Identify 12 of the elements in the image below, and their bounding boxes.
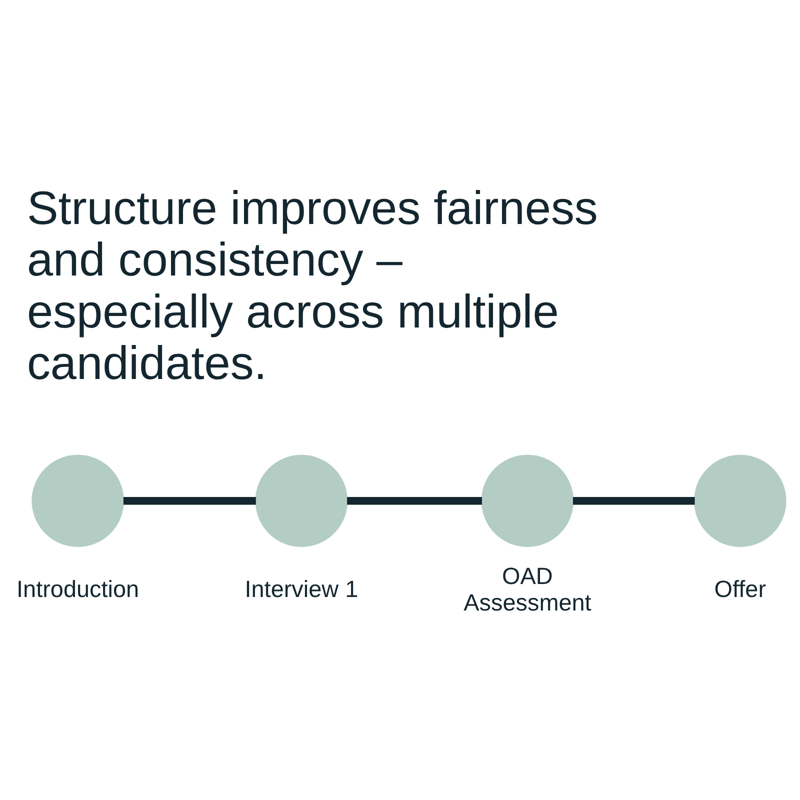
connector (572, 496, 695, 505)
node-circle (694, 454, 786, 548)
node-circle (255, 454, 348, 548)
node-circle (481, 454, 574, 548)
node-label: OAD Assessment (464, 562, 592, 616)
connector (347, 496, 482, 505)
connector (123, 496, 256, 505)
node-label: Introduction (16, 576, 140, 602)
diagram-title: Structure improves fairness and consistency – especially across multiple candidates. (26, 182, 598, 389)
node-label: Offer (714, 576, 766, 602)
node-label: Interview 1 (244, 576, 358, 602)
node-circle (32, 454, 124, 548)
